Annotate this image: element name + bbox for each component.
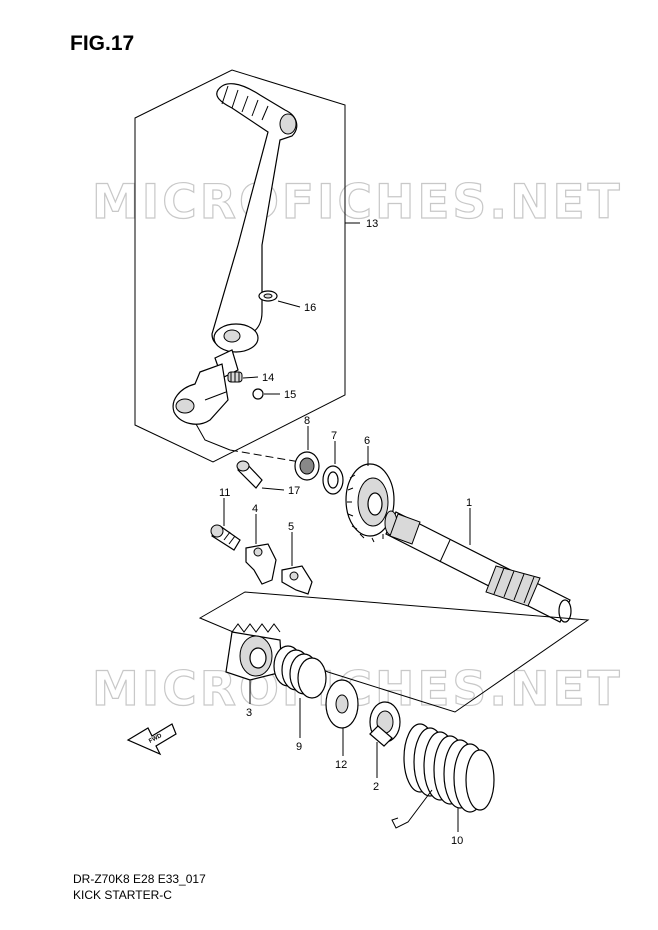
ratchet-3[interactable] — [225, 623, 283, 681]
stopper-plate-5[interactable] — [281, 565, 313, 595]
callout-15: 15 — [284, 389, 296, 401]
leader-16 — [277, 300, 301, 308]
callout-11: 11 — [219, 487, 230, 499]
diagram-code: DR-Z70K8 E28 E33_017 — [73, 872, 206, 886]
guide-plate-4[interactable] — [245, 543, 277, 585]
callout-14: 14 — [262, 372, 274, 384]
watermark-upper: MICROFICHES.NET — [92, 175, 623, 230]
forward-direction-arrow: FWD — [126, 723, 177, 756]
bolt-17[interactable] — [236, 460, 263, 489]
washer-12[interactable] — [325, 679, 359, 729]
ratchet-spring-9[interactable] — [273, 645, 327, 699]
callout-7: 7 — [331, 430, 337, 442]
kick-lever[interactable] — [211, 83, 298, 353]
washer-7[interactable] — [322, 465, 344, 495]
kick-lever-assembly-boundary — [134, 69, 346, 463]
callout-4: 4 — [252, 503, 258, 515]
kick-starter-shaft-1[interactable] — [384, 510, 572, 623]
callout-2: 2 — [373, 781, 379, 793]
leader-14 — [242, 376, 259, 379]
ball-15[interactable] — [252, 388, 264, 400]
leader-17 — [261, 487, 285, 491]
clamp-guide-line — [195, 423, 231, 451]
callout-8: 8 — [304, 415, 310, 427]
callout-6: 6 — [364, 435, 370, 447]
callout-12: 12 — [335, 759, 347, 771]
callout-1: 1 — [466, 497, 472, 509]
collar-2[interactable] — [369, 701, 401, 747]
callout-9: 9 — [296, 741, 302, 753]
kick-starter-spring-10[interactable] — [391, 723, 495, 829]
callout-16: 16 — [304, 302, 316, 314]
callout-13: 13 — [366, 218, 378, 230]
kick-drive-gear-6[interactable] — [345, 463, 395, 543]
callout-3: 3 — [246, 707, 252, 719]
assembly-centerline — [229, 449, 301, 463]
callout-5: 5 — [288, 521, 294, 533]
callout-10: 10 — [451, 835, 463, 847]
figure-title: FIG.17 — [70, 32, 135, 55]
kick-clamp-boss[interactable] — [172, 349, 239, 425]
circlip-16[interactable] — [258, 290, 278, 302]
oil-seal-8[interactable] — [294, 451, 320, 481]
callout-17: 17 — [288, 485, 300, 497]
spring-14[interactable] — [227, 371, 243, 383]
bolt-11[interactable] — [210, 524, 241, 551]
assembly-name: KICK STARTER-C — [73, 888, 172, 902]
